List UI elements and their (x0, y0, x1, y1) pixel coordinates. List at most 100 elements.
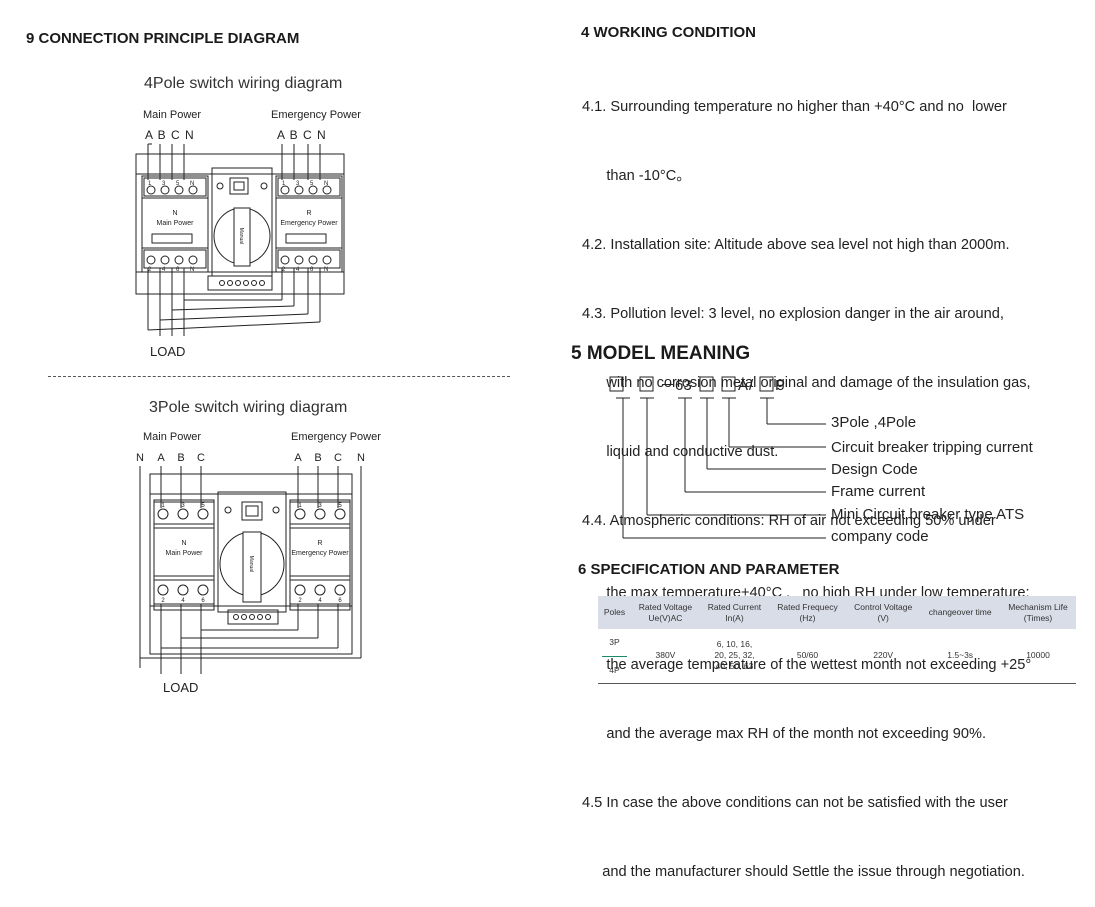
diagram4-emergency-power-label: Emergency Power (271, 109, 361, 121)
condition-line: 4.3. Pollution level: 3 level, no explos… (582, 306, 1004, 322)
diagram3-term-r-6: 6 (338, 598, 342, 604)
spec-cell-life: 10000 (1026, 650, 1050, 661)
model-label-design: Design Code (831, 461, 918, 478)
model-code-svg: －63 A / P (609, 376, 826, 539)
diagram4-r-label: R (306, 210, 311, 217)
diagram3-term-r-2: 2 (298, 598, 302, 604)
model-label-company: company code (831, 528, 929, 545)
condition-line: the average temperature of the wettest m… (582, 657, 1032, 673)
diagram4-phases-right: A B C N (277, 128, 327, 142)
diagram4-wiring-svg: 1 3 5 N 1 3 5 N 2 4 6 N 2 4 6 N N Main P… (135, 143, 345, 336)
model-label-poles: 3Pole ,4Pole (831, 414, 917, 431)
diagram4-term-r-bn: N (324, 267, 328, 273)
working-condition-title: 4 WORKING CONDITION (581, 24, 756, 41)
current-line: 20, 25, 32, (714, 650, 755, 661)
section-title-connection: 9 CONNECTION PRINCIPLE DIAGRAM (26, 30, 300, 47)
diagram3-phase-l-b: B (177, 452, 184, 464)
diagram3-r-label: R (317, 540, 322, 547)
diagram3-term-l-2: 2 (161, 598, 165, 604)
diagram3-knob-text: Manual (248, 556, 254, 572)
spec-cell-poles: 3P 4P (598, 629, 631, 683)
condition-line: and the average max RH of the month not … (582, 726, 987, 742)
pole-divider (602, 656, 627, 658)
diagram4-term-l-5: 5 (176, 181, 180, 187)
model-code-a: A (738, 377, 748, 394)
spec-title: 6 SPECIFICATION AND PARAMETER (578, 561, 840, 578)
model-label-tripping: Circuit breaker tripping current (831, 439, 1033, 456)
diagram4-term-r-6: 6 (310, 267, 314, 273)
diagram3-term-r-5: 5 (338, 503, 342, 509)
condition-line: and the manufacturer should Settle the i… (582, 864, 1025, 880)
diagram4-term-r-3: 3 (296, 181, 300, 187)
diagram4-term-r-5: 5 (310, 181, 314, 187)
diagram3-title: 3Pole switch wiring diagram (149, 399, 348, 416)
model-label-frame: Frame current (831, 483, 926, 500)
spec-header-frequency: Rated Frequecy(Hz) (768, 596, 846, 629)
diagram3-load-label: LOAD (163, 680, 199, 695)
spec-cell-control-voltage: 220V (873, 650, 894, 661)
diagram4-phases-left: A B C N (145, 128, 195, 142)
diagram3-term-l-6: 6 (201, 598, 205, 604)
diagram3-term-l-4: 4 (181, 598, 185, 604)
diagram3-phase-r-c: C (334, 452, 342, 464)
condition-line: 4.2. Installation site: Altitude above s… (582, 237, 1010, 253)
model-code-p: P (775, 377, 785, 394)
diagram4-term-l-2: 2 (148, 267, 152, 273)
diagram3-term-l-3: 3 (181, 503, 185, 509)
spec-cell-voltage: 380V (655, 650, 676, 661)
diagram4-term-l-bn: N (190, 267, 194, 273)
diagram3-r-sub: Emergency Power (291, 550, 349, 557)
spec-pole-3p: 3P (609, 637, 620, 648)
diagram4-term-l-6: 6 (176, 267, 180, 273)
condition-line: 4.5 In case the above conditions can not… (582, 795, 1008, 811)
spec-cell-current: 6, 10, 16, 20, 25, 32, 40, 50, 63 (700, 629, 769, 683)
current-line: 40, 50, 63 (715, 661, 754, 672)
diagram3-term-r-4: 4 (318, 598, 322, 604)
condition-line: than -10°C。 (582, 168, 691, 184)
spec-pole-4p: 4P (609, 665, 620, 676)
diagram4-knob-text: Manual (238, 228, 244, 244)
diagram3-term-r-1: 1 (298, 503, 302, 509)
diagram3-phase-l-c: C (197, 452, 205, 464)
model-label-type: Mini Circuit breaker type ATS (831, 506, 1025, 523)
diagram4-n-label: N (172, 210, 177, 217)
condition-line: 4.1. Surrounding temperature no higher t… (582, 99, 1007, 115)
spec-cell-changeover: 1.5~3s (947, 650, 974, 661)
diagram3-phase-r-n: N (357, 452, 365, 464)
diagram4-title: 4Pole switch wiring diagram (144, 75, 343, 92)
diagram3-wiring-svg: N A B C A B C N (136, 452, 365, 674)
diagram-divider (48, 376, 510, 377)
model-code-mid: －63 (660, 377, 692, 394)
diagram3-n-sub: Main Power (166, 550, 204, 557)
diagram4-term-l-n: N (190, 181, 194, 187)
spec-header-changeover: changeover time (920, 596, 1001, 629)
diagram3-phase-r-a: A (294, 452, 302, 464)
diagram3-main-power-label: Main Power (143, 431, 202, 443)
diagram4-n-sub: Main Power (157, 220, 195, 227)
diagram4-term-r-2: 2 (282, 267, 286, 273)
diagram4-term-r-4: 4 (296, 267, 300, 273)
spec-header-control-voltage: Control Voltage(V) (846, 596, 921, 629)
condition-line: 4.4. Atmospheric conditions: RH of air n… (582, 513, 996, 529)
diagram3-term-l-1: 1 (161, 503, 165, 509)
diagram4-load-label: LOAD (150, 344, 186, 359)
diagram4-term-l-4: 4 (162, 267, 166, 273)
model-code-slash: / (749, 377, 754, 394)
diagram4-term-r-n: N (324, 181, 328, 187)
diagram3-n-label: N (181, 540, 186, 547)
diagram3-emergency-power-label: Emergency Power (291, 431, 381, 443)
spec-header-life: Mechanism Life(Times) (1000, 596, 1076, 629)
condition-line: with no corrosion metal original and dam… (582, 375, 1031, 391)
diagram3-term-r-3: 3 (318, 503, 322, 509)
diagram4-term-l-1: 1 (148, 181, 152, 187)
model-meaning-title: 5 MODEL MEANING (571, 343, 751, 364)
diagram3-term-l-5: 5 (201, 503, 205, 509)
diagram4-r-sub: Emergency Power (280, 220, 338, 227)
diagram3-phase-l-a: A (157, 452, 165, 464)
diagram3-phase-r-b: B (314, 452, 321, 464)
diagram4-main-power-label: Main Power (143, 109, 202, 121)
spec-header-poles: Poles (598, 596, 631, 629)
